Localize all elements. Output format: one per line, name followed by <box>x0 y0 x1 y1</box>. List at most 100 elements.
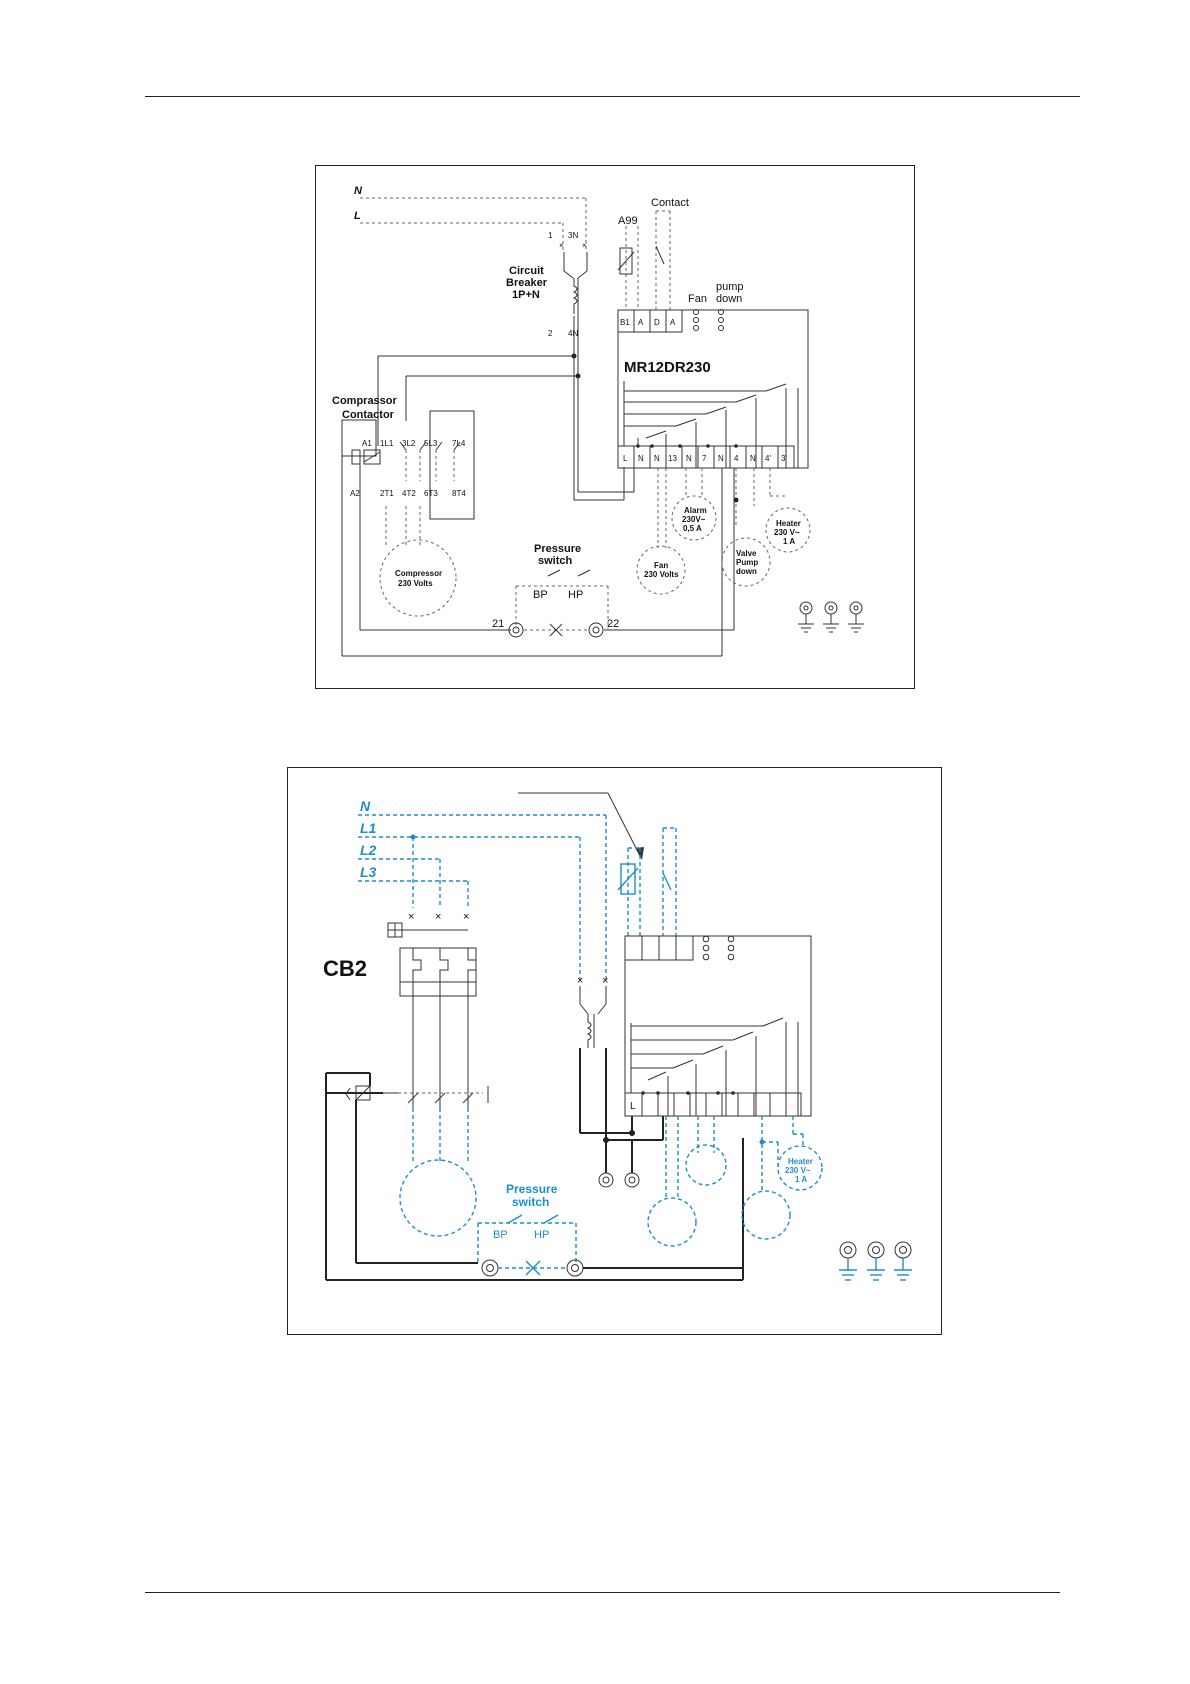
contact-label: Contact <box>651 197 689 209</box>
contactor-terminal-8t4: 8T4 <box>452 489 466 498</box>
circuit-breaker-label-3: 1P+N <box>512 289 540 301</box>
line-n-label: N <box>354 185 363 197</box>
a99-label: A99 <box>618 215 638 227</box>
bottom-terminal-8: 4 <box>734 454 739 463</box>
compressor-circle <box>399 1159 477 1237</box>
top-terminal-strip <box>617 309 683 333</box>
single-phase-breaker-symbol: ×× <box>577 975 664 1188</box>
compressor-contactor-label-2: Contactor <box>342 409 395 421</box>
top-terminal-a1: A <box>638 318 644 327</box>
contactor-terminal-4t2: 4T2 <box>402 489 416 498</box>
supply-lines <box>360 197 587 251</box>
heater-label-3: 1 A <box>783 537 795 546</box>
controller-bottom-terminals <box>624 1092 802 1117</box>
compressor-label-1: Compressor <box>395 569 442 578</box>
contactor-terminal-7l4: 7L4 <box>452 439 466 448</box>
pressure-switch-label-1: Pressure <box>506 1182 558 1196</box>
svg-text:×: × <box>577 975 583 987</box>
ground-symbols <box>798 601 864 633</box>
contactor-symbol <box>326 1085 489 1104</box>
header-rule <box>145 96 1080 97</box>
svg-text:×: × <box>463 911 469 923</box>
compressor-circle <box>379 539 457 617</box>
controller-terminal-l: L <box>630 1101 636 1112</box>
line-n-label: N <box>360 798 371 814</box>
contactor-terminal-2t1: 2T1 <box>380 489 394 498</box>
top-terminal-b1: B1 <box>620 318 630 327</box>
valve-load-circle <box>741 1190 791 1240</box>
pump-indicator-label-2: down <box>716 293 742 305</box>
fan-indicator-label: Fan <box>688 293 707 305</box>
contactor-terminal-1l1: 1L1 <box>380 439 394 448</box>
terminal-22-label: 22 <box>607 618 619 630</box>
compressor-wiring <box>359 464 511 631</box>
load-wiring-blue <box>665 1116 804 1198</box>
line-l3-label: L3 <box>360 864 377 880</box>
sensor-symbol-blue <box>617 827 677 936</box>
pressure-hp-label: HP <box>534 1229 549 1241</box>
pump-indicator-label-1: pump <box>716 281 744 293</box>
bottom-terminal-2: N <box>638 454 644 463</box>
circuit-breaker-symbol: ×× <box>559 241 588 376</box>
compressor-wiring <box>412 1108 469 1163</box>
pressure-switch-label-2: switch <box>512 1195 549 1209</box>
fan-load-circle <box>647 1197 697 1247</box>
bottom-terminal-11: 3' <box>781 454 787 463</box>
alarm-label-2: 230V~ <box>682 515 706 524</box>
line-l1-label: L1 <box>360 820 377 836</box>
bottom-terminal-9: N <box>750 454 756 463</box>
line-l-label: L <box>354 210 361 222</box>
indicator-leds <box>702 935 735 961</box>
svg-text:×: × <box>582 241 587 250</box>
heater-load-circle <box>765 507 811 553</box>
pressure-switch-label-1: Pressure <box>534 543 581 555</box>
valve-load-circle <box>721 537 771 587</box>
valve-label-3: down <box>736 567 757 576</box>
diagram-1: N L ×× 1 3N 2 4N Circuit Breaker 1P+N MR… <box>332 185 864 657</box>
contactor-terminal-a2: A2 <box>350 489 360 498</box>
bottom-terminal-4: 13 <box>668 454 677 463</box>
cb2-breaker-symbol: ××× <box>387 911 477 1108</box>
top-terminal-d: D <box>654 318 660 327</box>
circuit-breaker-label-2: Breaker <box>506 277 548 289</box>
indicator-leds <box>693 309 724 331</box>
pressure-bp-label: BP <box>533 589 548 601</box>
valve-label-1: Valve <box>736 549 757 558</box>
contactor-symbol <box>341 410 475 520</box>
load-wiring <box>341 431 786 657</box>
circuit-breaker-label-1: Circuit <box>509 265 544 277</box>
heater-label-1: Heater <box>776 519 801 528</box>
a99-sensor-symbol <box>617 226 639 310</box>
heater-label-2: 230 V~ <box>774 528 800 537</box>
pressure-bp-label: BP <box>493 1229 508 1241</box>
diagram-2: N L1 L2 L3 CB2 ××× <box>323 792 912 1281</box>
controller-box <box>617 309 809 469</box>
contactor-terminal-3l2: 3L2 <box>402 439 416 448</box>
diagram-1-frame: N L ×× 1 3N 2 4N Circuit Breaker 1P+N MR… <box>315 165 915 689</box>
control-wiring <box>325 1072 744 1281</box>
heater-label-3: 1 A <box>795 1175 807 1184</box>
top-terminal-a2: A <box>670 318 676 327</box>
alarm-label-1: Alarm <box>684 506 707 515</box>
cb-terminal-1: 1 <box>548 231 553 240</box>
heater-label-1: Heater <box>788 1157 813 1166</box>
svg-text:×: × <box>559 241 564 250</box>
bottom-terminal-7: N <box>718 454 724 463</box>
alarm-load-circle <box>685 1144 727 1186</box>
compressor-contactor-label-1: Comprassor <box>332 395 398 407</box>
heater-load-circle <box>777 1145 823 1191</box>
cb-terminal-2: 2 <box>548 329 553 338</box>
contact-symbol <box>655 210 671 310</box>
svg-text:×: × <box>602 975 608 987</box>
ground-symbols <box>839 1241 912 1281</box>
diagram-2-frame: N L1 L2 L3 CB2 ××× <box>287 767 942 1335</box>
cb-terminal-4n: 4N <box>568 329 578 338</box>
fan-load-label-1: Fan <box>654 561 668 570</box>
fan-load-circle <box>636 545 686 595</box>
bottom-terminal-5: N <box>686 454 692 463</box>
contactor-terminal-5l3: 5L3 <box>424 439 438 448</box>
pressure-switch-label-2: switch <box>538 555 573 567</box>
supply-lines-blue <box>358 814 607 980</box>
line-l2-label: L2 <box>360 842 377 858</box>
alarm-label-3: 0,5 A <box>683 524 702 533</box>
